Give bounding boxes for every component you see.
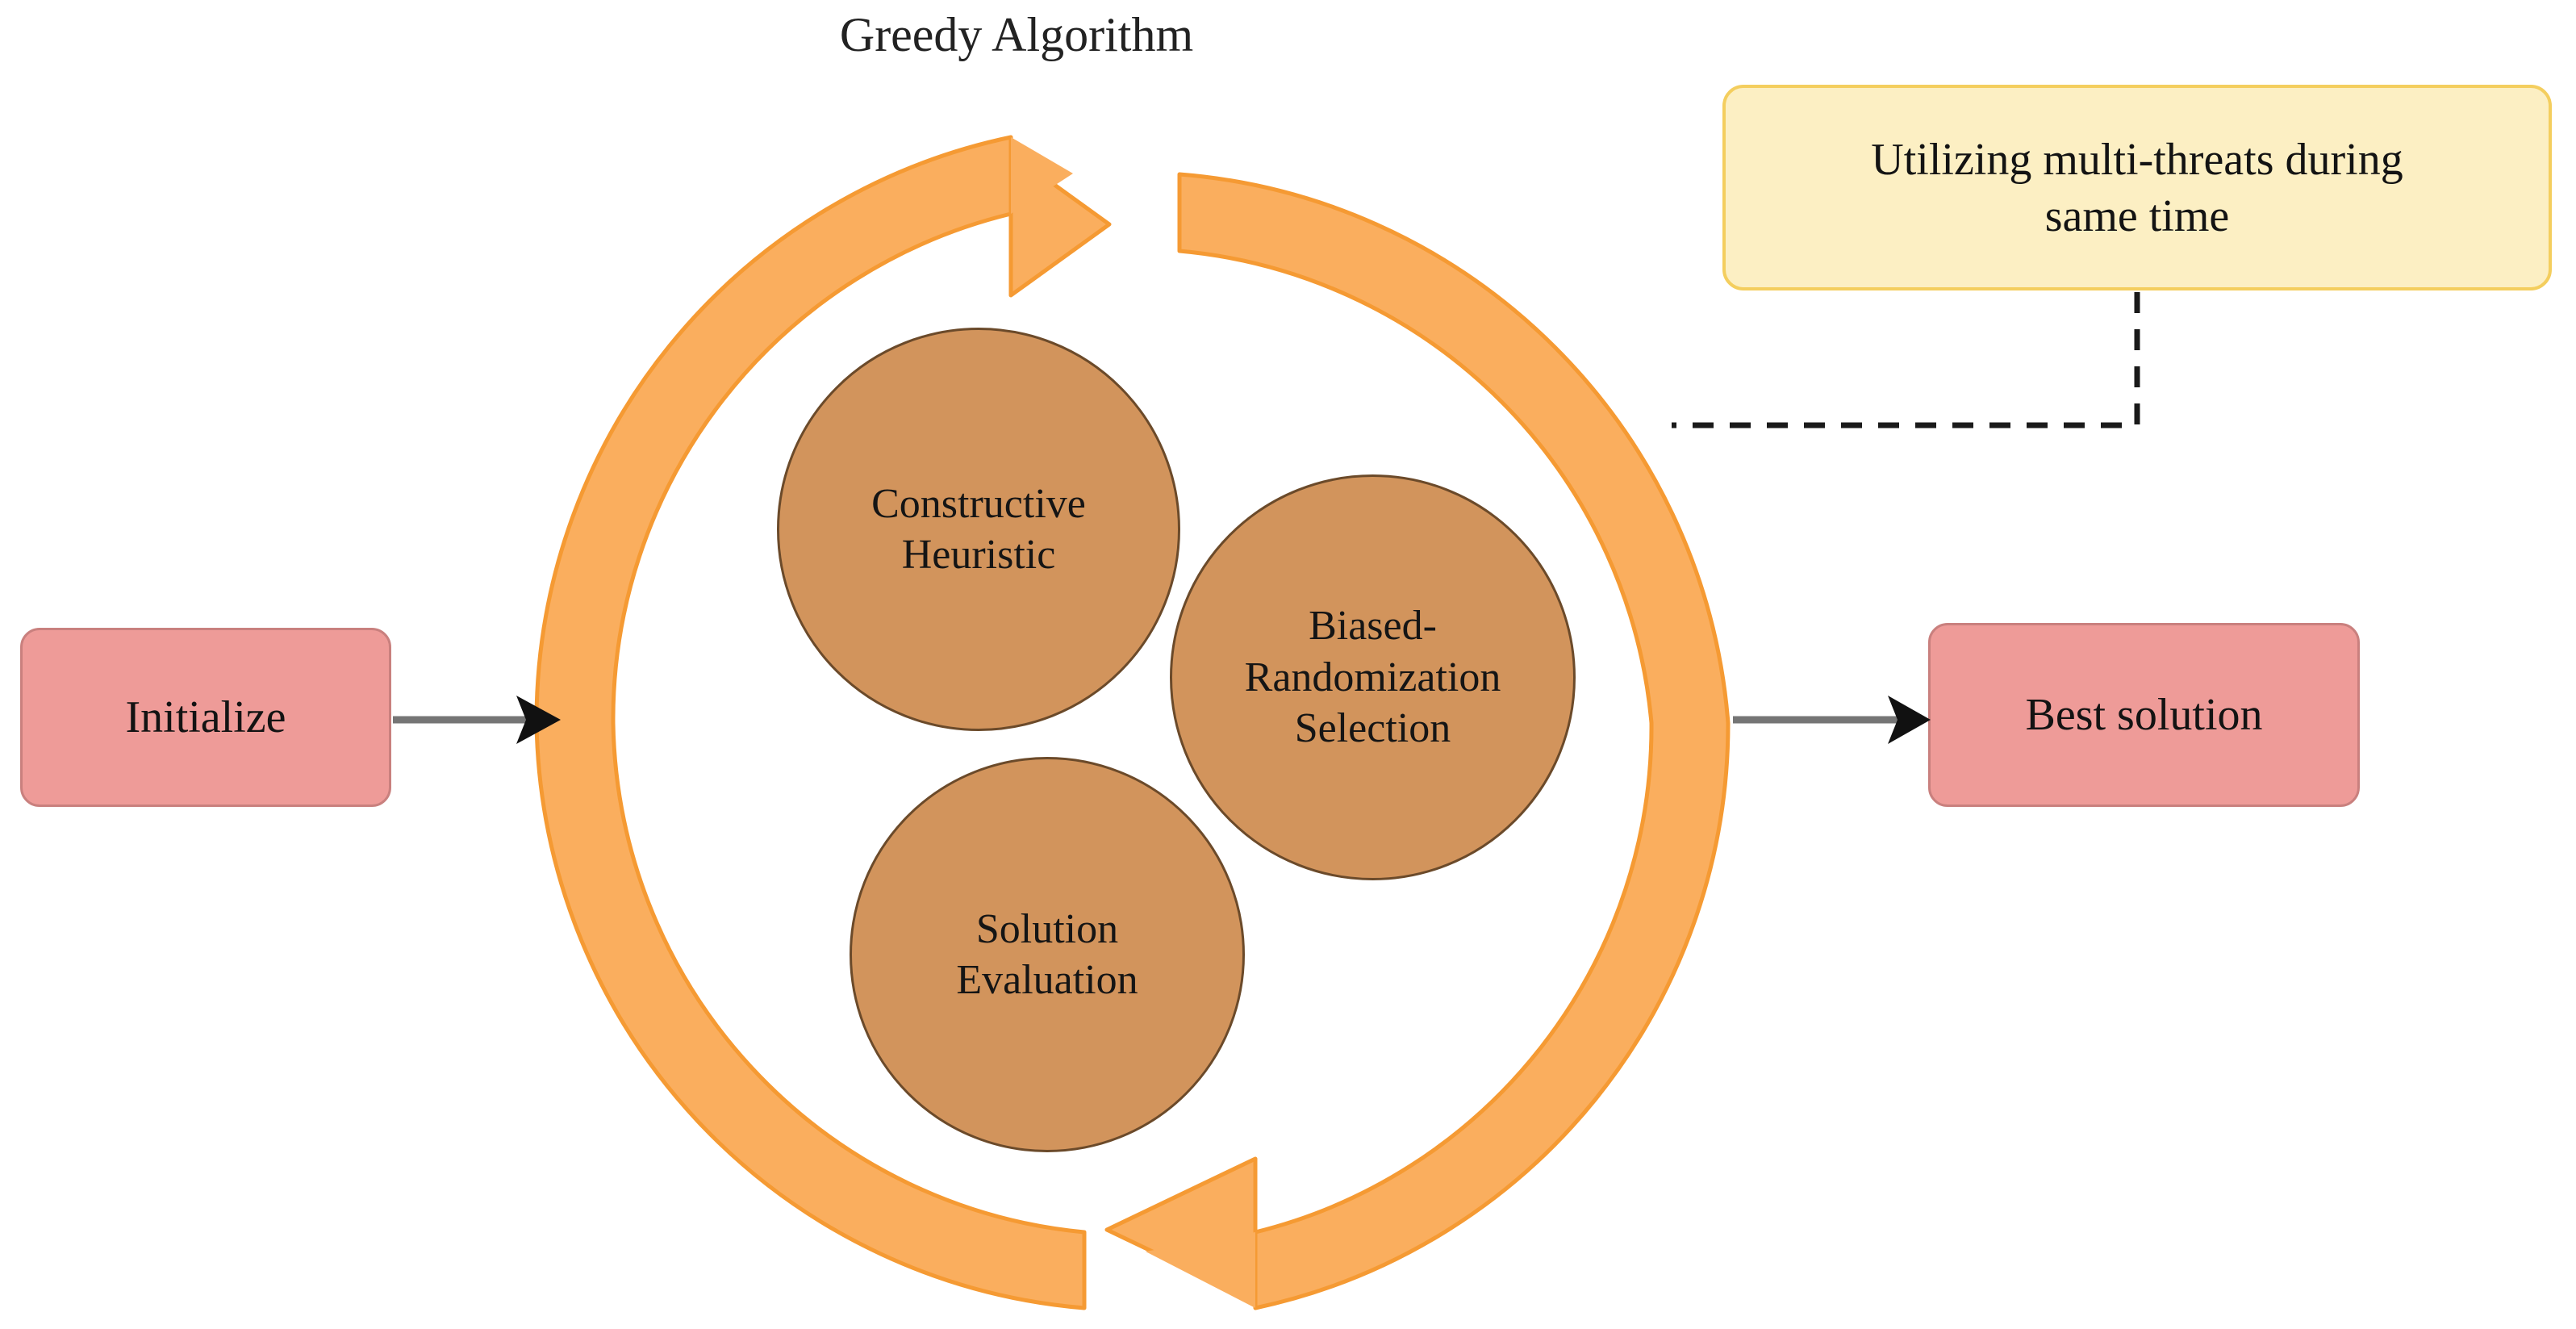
process-label-line: Constructive <box>871 480 1086 527</box>
end-node-label: Best solution <box>2025 690 2263 740</box>
start-node-label: Initialize <box>125 692 286 742</box>
callout-line: Utilizing multi-threats during <box>1871 134 2403 185</box>
callout-note[interactable]: Utilizing multi-threats during same time <box>1722 85 2552 290</box>
cycle-arc-left <box>534 135 1112 1310</box>
page-title: Greedy Algorithm <box>839 8 1194 61</box>
process-label-line: Evaluation <box>956 957 1138 1003</box>
connector-callout-dashed <box>1672 292 2140 428</box>
process-circle-label: Constructive Heuristic <box>871 479 1086 581</box>
process-circle-biased-randomization-selection[interactable]: Biased- Randomization Selection <box>1170 474 1576 880</box>
start-node-initialize[interactable]: Initialize <box>20 628 391 807</box>
callout-text: Utilizing multi-threats during same time <box>1871 132 2403 244</box>
process-circle-label: Biased- Randomization Selection <box>1245 600 1501 754</box>
process-circle-label: Solution Evaluation <box>956 904 1138 1006</box>
end-node-best-solution[interactable]: Best solution <box>1928 623 2360 807</box>
callout-line: same time <box>2044 190 2230 241</box>
process-label-line: Biased- <box>1309 603 1437 650</box>
cycle-arc-right <box>1104 172 1731 1310</box>
process-circle-solution-evaluation[interactable]: Solution Evaluation <box>850 757 1245 1152</box>
process-label-line: Selection <box>1294 705 1451 752</box>
connector-initialize-to-cycle <box>393 696 561 744</box>
connector-cycle-to-best-solution <box>1733 696 1931 744</box>
process-label-line: Heuristic <box>901 532 1056 578</box>
process-label-line: Randomization <box>1244 654 1501 700</box>
process-label-line: Solution <box>975 905 1119 952</box>
process-circle-constructive-heuristic[interactable]: Constructive Heuristic <box>777 328 1180 731</box>
